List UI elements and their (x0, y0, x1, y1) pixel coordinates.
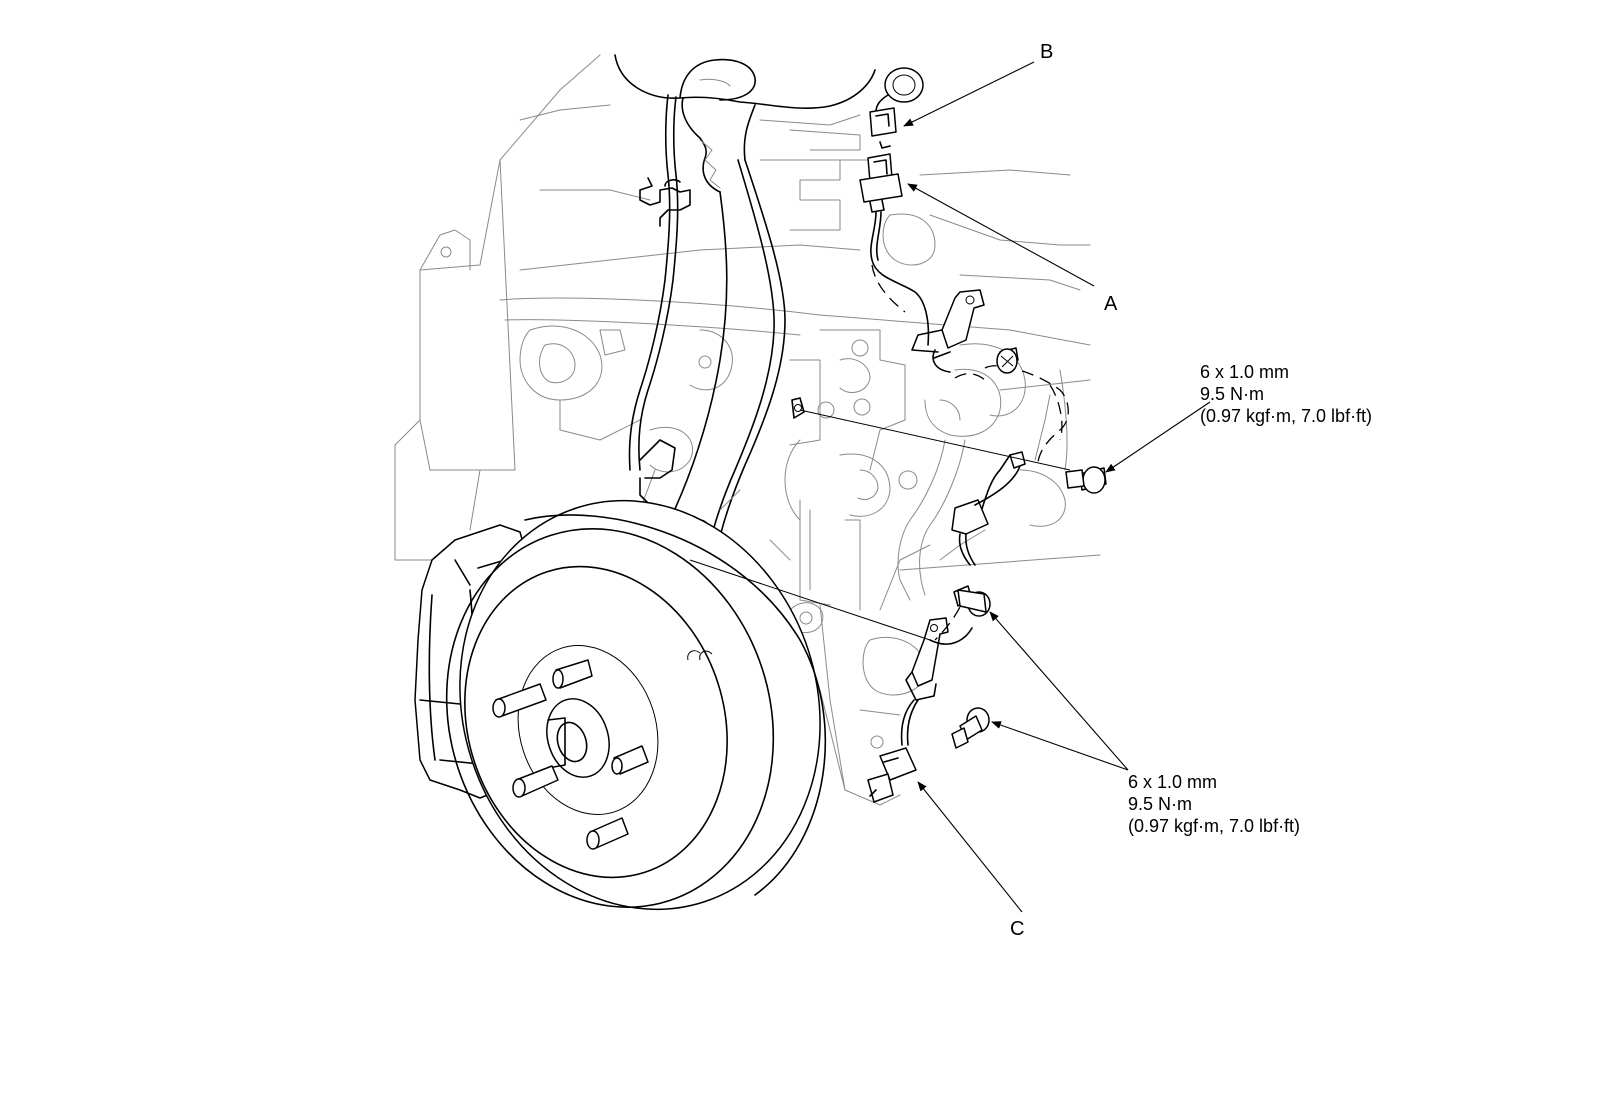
callout-b-leader (903, 61, 1035, 127)
callout-a-leader (907, 183, 1095, 287)
callout-c-label: C (1010, 918, 1024, 940)
torque-lower-nm: 9.5 N·m (1128, 794, 1192, 814)
callout-a-label: A (1104, 293, 1118, 315)
strut-bracket-hole (794, 404, 802, 412)
torque-lower-leader-1 (989, 611, 1129, 771)
sensor-harness (859, 67, 1026, 803)
brake-hose (628, 94, 691, 506)
torque-lower-size: 6 x 1.0 mm (1128, 772, 1217, 792)
bracket-alignment-line (689, 559, 931, 641)
torque-lower-leader-2 (991, 721, 1129, 771)
torque-upper-nm: 9.5 N·m (1200, 384, 1264, 404)
wheel-studs (492, 659, 649, 850)
bolt-upper-bracket (996, 347, 1019, 374)
torque-lower-alt: (0.97 kgf·m, 7.0 lbf·ft) (1128, 816, 1300, 836)
rotor-mark (687, 650, 713, 661)
bolt-harness-clip (1065, 466, 1107, 494)
brake-rotor (445, 499, 827, 911)
torque-upper-size: 6 x 1.0 mm (1200, 362, 1289, 382)
bolt-mid-bracket (953, 585, 991, 617)
torque-upper-alt: (0.97 kgf·m, 7.0 lbf·ft) (1200, 406, 1372, 426)
callout-b-label: B (1040, 41, 1053, 63)
bolt-alignment-line (799, 409, 1071, 471)
bolt-sensor (951, 707, 990, 749)
callout-c-leader (917, 781, 1023, 913)
torque-upper-leader (1105, 401, 1211, 473)
strut-bracket (791, 397, 805, 419)
